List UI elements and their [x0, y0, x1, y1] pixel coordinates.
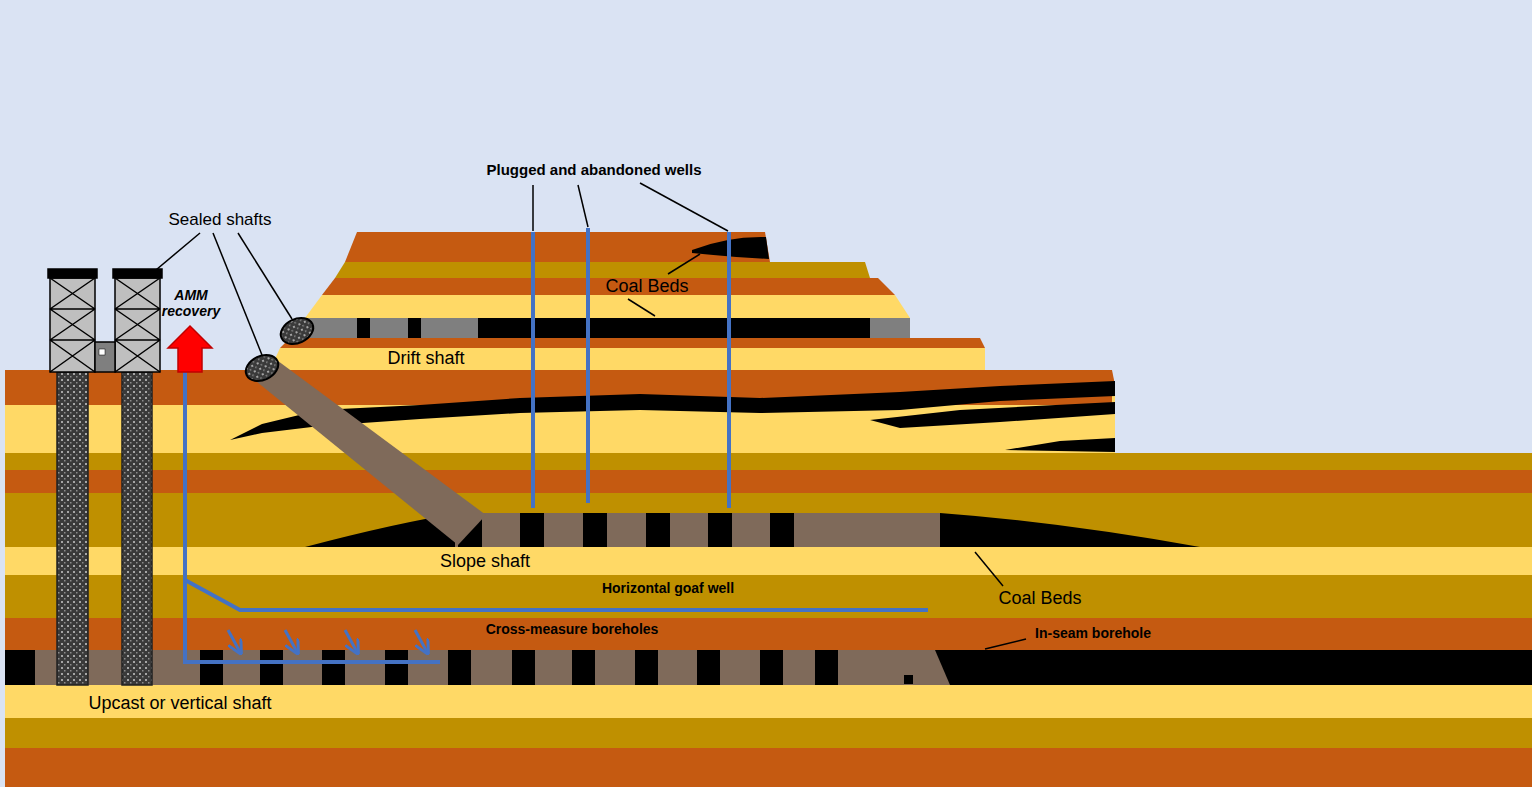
- sealed-shaft-caps: [242, 313, 318, 386]
- drift-seam-workings: [300, 318, 910, 338]
- strata-shape: [260, 650, 283, 685]
- wells: [533, 228, 729, 508]
- strata-shape: [357, 318, 370, 338]
- strata-shape: [5, 748, 1532, 787]
- strata-shape: [285, 630, 297, 652]
- strata-shape: [512, 650, 535, 685]
- strata-shape: [345, 630, 357, 652]
- strata-shape: [815, 650, 838, 685]
- strata-shape: [5, 718, 1532, 748]
- strata-shape: [448, 650, 471, 685]
- strata-shape: [708, 513, 732, 547]
- strata-shape: [57, 372, 88, 685]
- strata-shape: [252, 358, 486, 545]
- strata-shape: [122, 372, 152, 685]
- strata-shape: [640, 183, 728, 231]
- shaft-label: Sealed shafts: [168, 210, 271, 230]
- strata-shape: [238, 233, 292, 319]
- strata-shape: [904, 675, 913, 684]
- strata-shape: [478, 318, 870, 338]
- headframes: [48, 269, 162, 372]
- strata-shape: [628, 299, 655, 316]
- strata-shape: [200, 650, 223, 685]
- strata-shape: [727, 232, 731, 508]
- strata-shape: [583, 513, 607, 547]
- strata-shape: [572, 650, 595, 685]
- strata-shape: [646, 513, 670, 547]
- strata-shape: [578, 185, 588, 227]
- strata-shape: [115, 278, 160, 372]
- borehole-label: In-seam borehole: [1035, 625, 1151, 641]
- strata-shape: [95, 342, 115, 372]
- strata-shape: [5, 575, 1532, 618]
- strata-shape: [5, 493, 1532, 547]
- recovery-label: AMM recovery: [159, 287, 223, 319]
- well-label: Plugged and abandoned wells: [486, 161, 701, 178]
- strata-shape: [668, 254, 700, 274]
- leader-lines: [150, 183, 1026, 649]
- amm-pipework: [185, 372, 928, 662]
- well-label: Horizontal goaf well: [602, 580, 734, 596]
- strata-shape: [335, 262, 870, 278]
- strata-shape: [305, 295, 910, 318]
- borehole-label: Cross-measure boreholes: [486, 621, 659, 637]
- strata-shape: [300, 318, 910, 338]
- strata-shape: [5, 685, 1532, 718]
- strata-shape: [213, 233, 262, 355]
- strata-shape: [242, 350, 283, 386]
- lower-seam-workings: [35, 650, 950, 685]
- strata-shape: [228, 630, 240, 652]
- amm-arrow: [168, 326, 212, 372]
- strata-shape: [870, 402, 1115, 428]
- strata-shape: [48, 269, 97, 278]
- upper-strata: [5, 232, 1115, 453]
- strata-shape: [531, 232, 535, 508]
- cross-measure-boreholes: [228, 630, 427, 652]
- strata-shape: [635, 650, 658, 685]
- strata-shape: [5, 650, 1532, 685]
- strata-shape: [345, 232, 770, 262]
- strata-shape: [50, 278, 95, 372]
- strata-shape: [185, 580, 928, 610]
- strata-shape: [35, 650, 950, 685]
- strata-shape: [975, 552, 1003, 586]
- strata-shape: [5, 470, 1532, 493]
- strata-shape: [408, 318, 421, 338]
- strata-shape: [277, 313, 318, 349]
- strata-shape: [520, 513, 544, 547]
- strata-shape: [455, 513, 940, 547]
- strata-shape: [280, 338, 985, 348]
- shaft-label: Drift shaft: [387, 348, 464, 369]
- strata-shape: [5, 453, 1532, 470]
- strata-shape: [586, 228, 590, 503]
- strata-shape: [385, 650, 408, 685]
- strata-shape: [985, 639, 1026, 649]
- strata-shape: [50, 278, 95, 372]
- strata-shape: [1005, 438, 1115, 452]
- strata-shape: [322, 650, 345, 685]
- lower-strata: [5, 453, 1532, 787]
- strata-shape: [5, 618, 1532, 650]
- strata-shape: [697, 650, 720, 685]
- strata-shape: [115, 278, 160, 372]
- strata-shape: [99, 349, 105, 355]
- strata-shape: [150, 233, 200, 275]
- strata-shape: [5, 547, 1532, 575]
- strata-shape: [270, 348, 985, 370]
- strata-shape: [532, 185, 534, 231]
- strata-shape: [770, 513, 794, 547]
- vertical-shafts: [57, 372, 152, 685]
- strata-shape: [185, 372, 440, 662]
- shaft-label: Upcast or vertical shaft: [88, 693, 271, 714]
- coal-label: Coal Beds: [605, 276, 688, 297]
- strata-shape: [415, 630, 427, 652]
- shaft-label: Slope shaft: [440, 551, 530, 572]
- strata-shape: [760, 650, 783, 685]
- slope-seam-workings: [252, 358, 1200, 547]
- coal-label: Coal Beds: [998, 588, 1081, 609]
